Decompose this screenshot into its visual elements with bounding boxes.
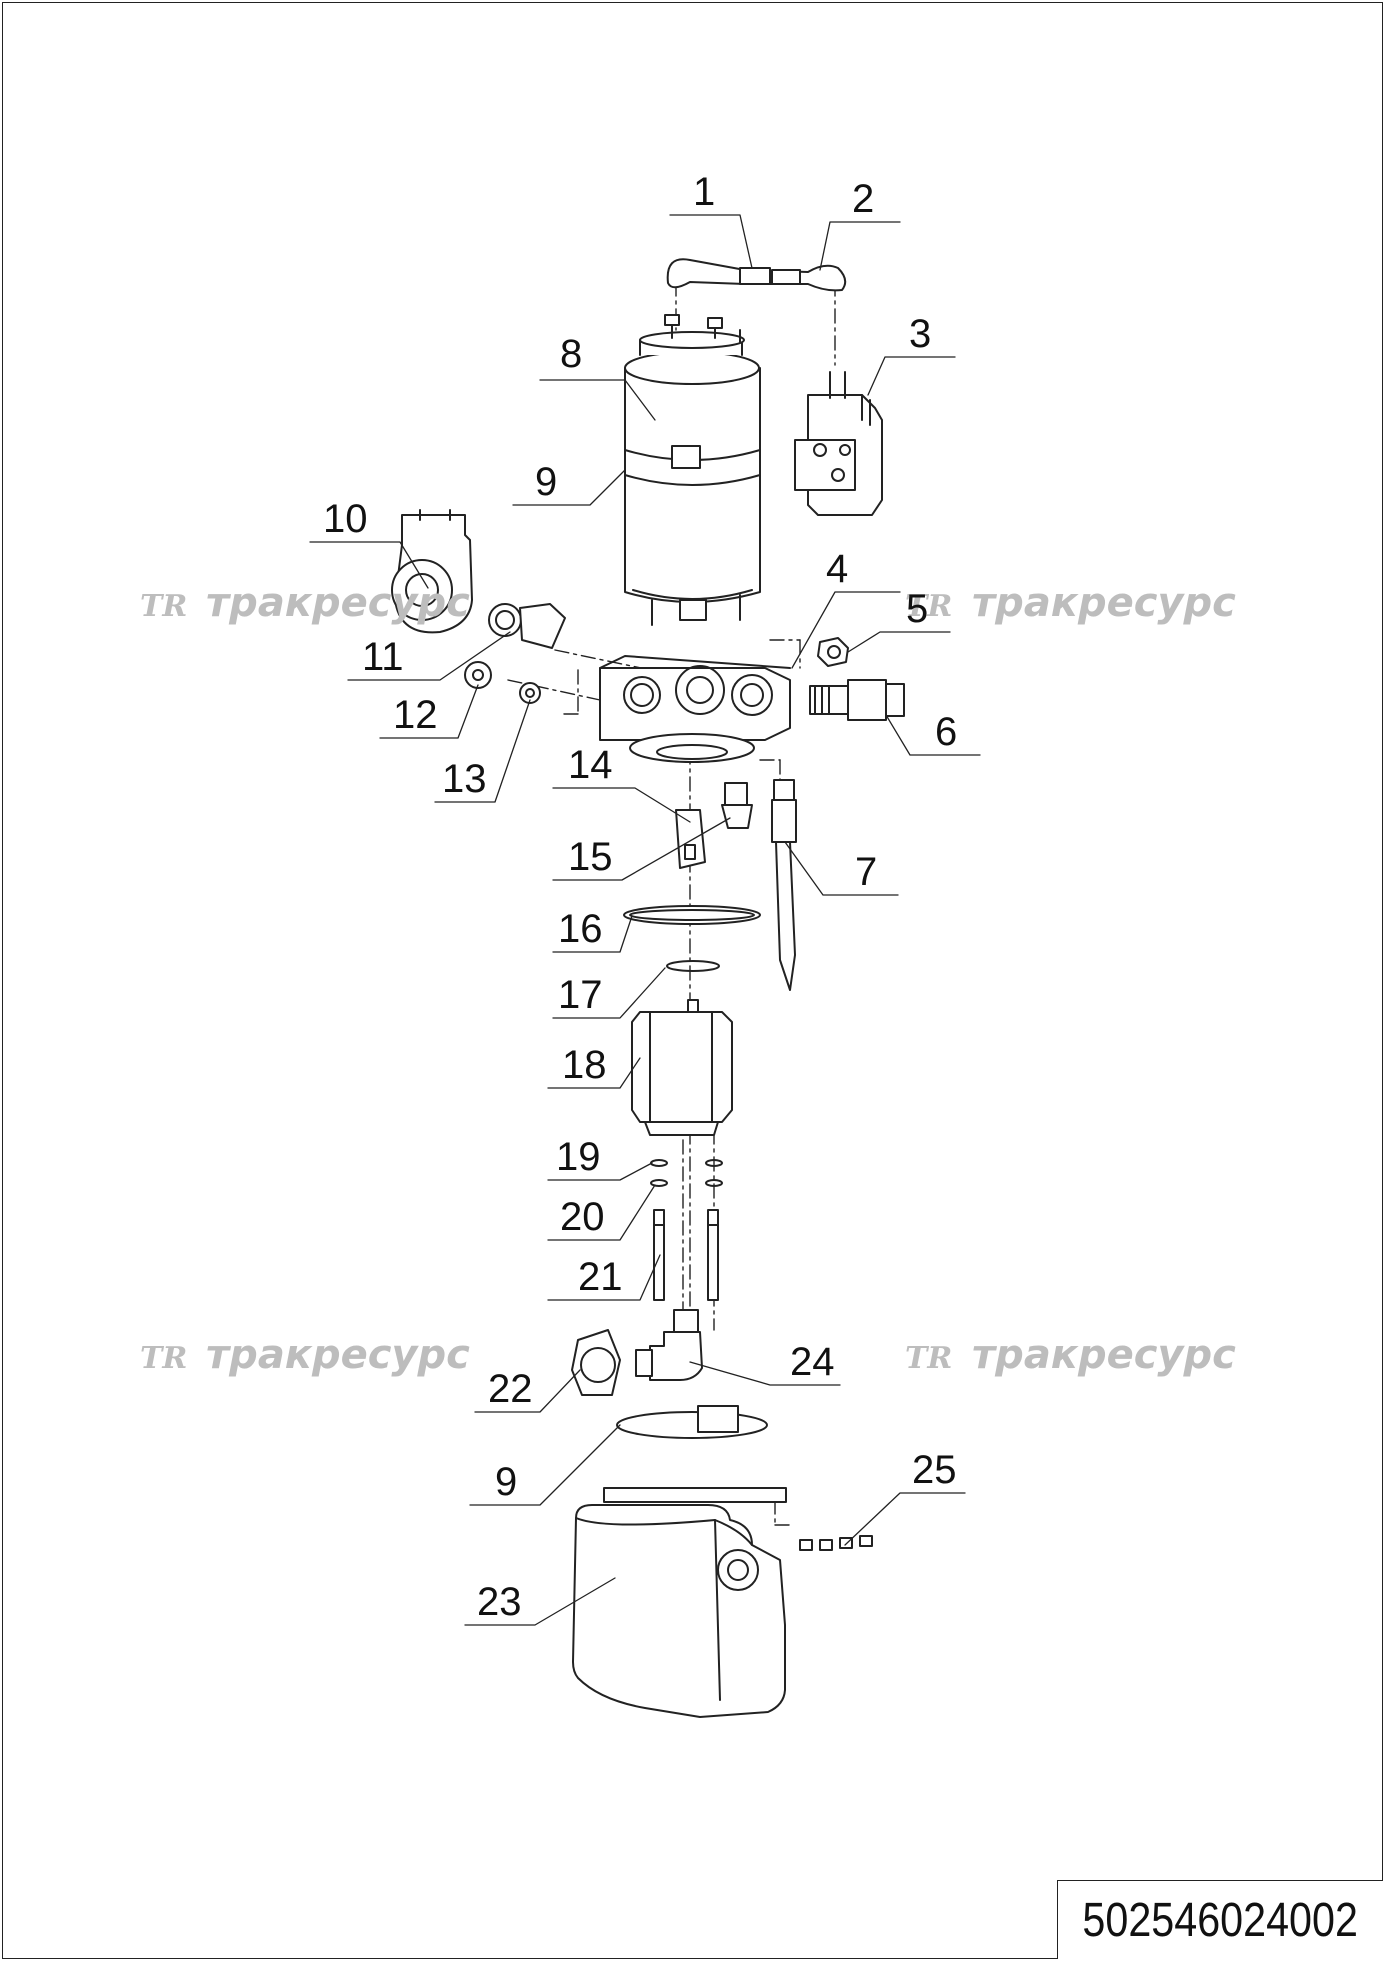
relief-valve	[809, 679, 905, 721]
callout-15: 15	[568, 835, 613, 879]
watermark-logo: TR	[905, 1341, 952, 1376]
watermark-text: тракресурс	[206, 1332, 470, 1378]
gear-pump	[631, 999, 733, 1136]
pump-fitting	[721, 782, 753, 829]
washer	[464, 661, 492, 689]
callout-5: 5	[906, 587, 928, 631]
document-code-box: 502546024002	[1057, 1880, 1383, 1959]
valve-block	[599, 655, 791, 763]
callout-23: 23	[477, 1580, 522, 1624]
callout-21: 21	[578, 1255, 623, 1299]
watermark-top-right: TR тракресурс	[905, 580, 1236, 626]
watermark-text: тракресурс	[972, 1332, 1236, 1378]
callout-20: 20	[560, 1195, 605, 1239]
watermark-bottom-right: TR тракресурс	[905, 1332, 1236, 1378]
callout-2: 2	[852, 177, 874, 221]
callout-numbers: 1 2 3 8 9 10 4 5 11 12 13 6 14 15 7 16 1…	[323, 170, 957, 1624]
watermark-logo: TR	[905, 589, 952, 624]
watermark-bottom-left: TR тракресурс	[140, 1332, 470, 1378]
pump-bolts	[653, 1209, 719, 1301]
callout-19: 19	[556, 1135, 601, 1179]
callout-9-lower: 9	[495, 1460, 517, 1504]
lower-hose-clamp	[616, 1405, 768, 1439]
callout-3: 3	[909, 312, 931, 356]
callout-18: 18	[562, 1043, 607, 1087]
reservoir-tank	[572, 1487, 787, 1718]
relay	[794, 371, 883, 516]
inlet-elbow	[391, 509, 473, 634]
callout-13: 13	[442, 757, 487, 801]
cable-assembly	[666, 258, 847, 292]
large-o-ring	[623, 905, 761, 925]
watermark-logo: TR	[140, 589, 187, 624]
callout-16: 16	[558, 907, 603, 951]
callout-17: 17	[558, 973, 603, 1017]
callout-10: 10	[323, 497, 368, 541]
callout-6: 6	[935, 710, 957, 754]
callout-12: 12	[393, 693, 438, 737]
callout-1: 1	[693, 170, 715, 214]
callout-24: 24	[790, 1340, 835, 1384]
document-code: 502546024002	[1082, 1893, 1359, 1947]
motor-body	[624, 314, 761, 626]
watermark-text: тракресурс	[972, 580, 1236, 626]
union-fitting	[488, 603, 566, 649]
watermark-logo: TR	[140, 1341, 187, 1376]
callout-4: 4	[826, 547, 848, 591]
coupling	[675, 809, 706, 869]
pump-washers	[650, 1159, 723, 1187]
callout-9: 9	[535, 460, 557, 504]
watermark-text: тракресурс	[206, 580, 470, 626]
leader-lines	[309, 214, 981, 1626]
watermark-top-left: TR тракресурс	[140, 580, 470, 626]
callout-25: 25	[912, 1448, 957, 1492]
suction-tube	[771, 779, 797, 991]
filter-nut	[519, 682, 541, 704]
cap-nut	[817, 637, 849, 667]
callout-14: 14	[568, 743, 613, 787]
callout-11: 11	[362, 635, 404, 679]
elbow-fitting	[635, 1309, 703, 1381]
watermarks: TR тракресурс TR тракресурс TR тракресур…	[140, 580, 1236, 1378]
filler-cap	[571, 1329, 621, 1396]
small-o-ring	[666, 960, 720, 972]
callout-7: 7	[855, 850, 877, 894]
callout-22: 22	[488, 1367, 533, 1411]
callout-8: 8	[560, 332, 582, 376]
tank-screws	[799, 1535, 873, 1551]
